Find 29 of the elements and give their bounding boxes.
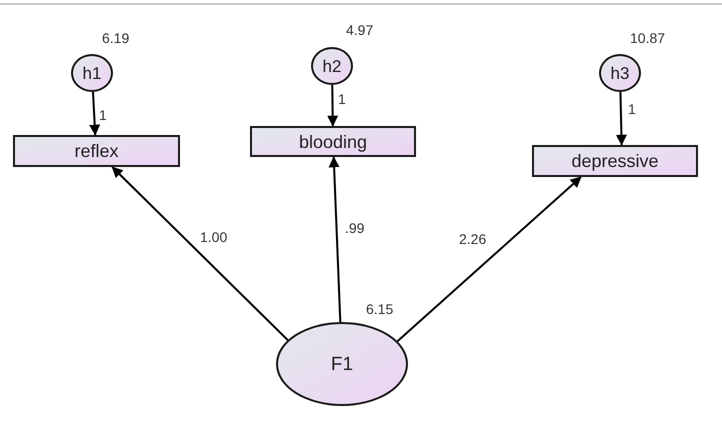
latent-variable-ellipse	[311, 47, 353, 85]
node-label: blooding	[298, 132, 368, 150]
arrow	[328, 156, 342, 322]
observed-variable-box	[13, 135, 180, 167]
edge-label: 1	[628, 102, 636, 116]
node-label: depressive	[571, 152, 659, 170]
variance-value: 4.97	[346, 23, 374, 37]
arrow	[616, 92, 627, 146]
arrow	[89, 92, 100, 136]
node-label: reflex	[74, 142, 118, 160]
variance-value: 6.15	[366, 302, 394, 316]
variance-value: 6.19	[102, 31, 130, 45]
node-label: h3	[610, 64, 630, 82]
arrow	[112, 166, 288, 341]
arrow	[327, 84, 338, 127]
latent-variable-ellipse	[71, 54, 113, 92]
node-label: h2	[322, 58, 342, 74]
latent-variable-ellipse	[599, 54, 641, 92]
arrow	[396, 176, 582, 342]
observed-variable-box	[250, 126, 416, 157]
node-label: F1	[330, 354, 354, 374]
edge-label: 1.00	[200, 230, 228, 244]
edge-label: 1	[338, 92, 346, 106]
variance-value: 10.87	[630, 31, 666, 45]
edge-label: 2.26	[459, 232, 486, 246]
edge-label: 1	[99, 108, 107, 122]
edge-label: .99	[345, 221, 364, 235]
observed-variable-box	[532, 145, 698, 177]
node-label: h1	[82, 64, 102, 82]
